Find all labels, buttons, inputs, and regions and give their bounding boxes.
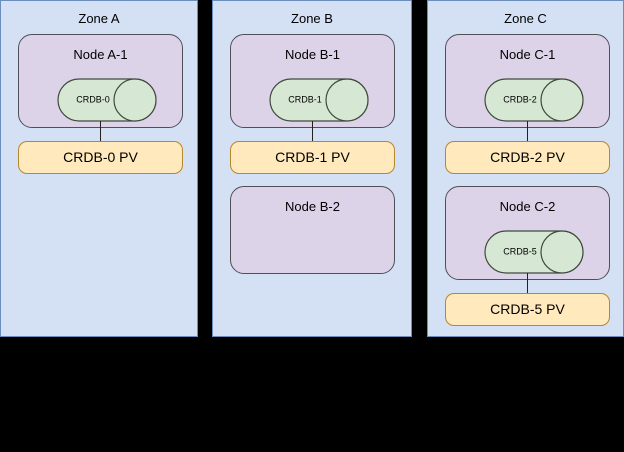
connector-node-c-1-to-crdb-2-pv — [527, 121, 528, 142]
pv-crdb-2-label: CRDB-2 PV — [490, 149, 565, 165]
node-b-2: Node B-2 — [230, 186, 395, 274]
node-a-1-title: Node A-1 — [73, 47, 128, 62]
node-c-1-title: Node C-1 — [499, 47, 556, 62]
connector-node-a-1-to-crdb-0-pv — [100, 121, 101, 142]
node-b-1-title: Node B-1 — [285, 47, 340, 62]
connector-node-b-1-to-crdb-1-pv — [312, 121, 313, 142]
zone-b-title: Zone B — [291, 11, 333, 26]
node-c-1: Node C-1 CRDB-2 — [445, 34, 610, 128]
zone-c: Zone C Node C-1 CRDB-2 CRDB-2 PV Node C-… — [427, 0, 624, 337]
pv-crdb-5: CRDB-5 PV — [445, 293, 610, 326]
node-c-2: Node C-2 CRDB-5 — [445, 186, 610, 280]
zone-b: Zone B Node B-1 CRDB-1 CRDB-1 PV Node B-… — [212, 0, 412, 337]
database-crdb-2: CRDB-2 — [484, 78, 584, 122]
pv-crdb-0-label: CRDB-0 PV — [63, 149, 138, 165]
connector-node-c-2-to-crdb-5-pv — [527, 273, 528, 294]
node-b-2-title: Node B-2 — [285, 199, 340, 214]
zone-a: Zone A Node A-1 CRDB-0 CRDB-0 PV — [0, 0, 198, 337]
pv-crdb-5-label: CRDB-5 PV — [490, 301, 565, 317]
pv-crdb-0: CRDB-0 PV — [18, 141, 183, 174]
pv-crdb-1-label: CRDB-1 PV — [275, 149, 350, 165]
node-a-1: Node A-1 CRDB-0 — [18, 34, 183, 128]
zone-a-title: Zone A — [78, 11, 120, 26]
node-c-2-title: Node C-2 — [499, 199, 556, 214]
database-crdb-0: CRDB-0 — [57, 78, 157, 122]
pv-crdb-1: CRDB-1 PV — [230, 141, 395, 174]
database-crdb-1: CRDB-1 — [269, 78, 369, 122]
pv-crdb-2: CRDB-2 PV — [445, 141, 610, 174]
node-b-1: Node B-1 CRDB-1 — [230, 34, 395, 128]
zone-c-title: Zone C — [504, 11, 547, 26]
database-crdb-5: CRDB-5 — [484, 230, 584, 274]
